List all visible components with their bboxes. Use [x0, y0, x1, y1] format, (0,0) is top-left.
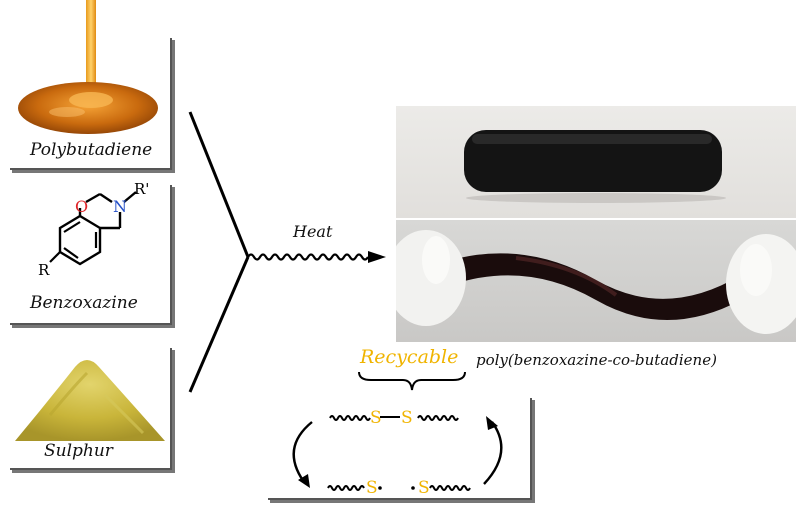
nitrogen-atom: N [113, 197, 127, 216]
radical-dot-right [411, 486, 415, 490]
cycle-arrow-left [292, 421, 313, 483]
wavy-line [247, 253, 369, 261]
radical-dot-left [378, 486, 382, 490]
product-photo-flat [396, 106, 796, 218]
reaction-arrow [188, 111, 386, 393]
product-photo-twisted [396, 220, 796, 342]
cycle-arrow-right [483, 421, 503, 485]
benzoxazine-structure: O N R' R [38, 180, 149, 279]
recyclable-label: Recycable [360, 346, 459, 368]
r-substituent: R [38, 261, 50, 279]
heat-label: Heat [293, 222, 333, 241]
benzoxazine-label: Benzoxazine [30, 293, 138, 313]
sulfur-atom-bonded-left: S [370, 408, 382, 428]
polybutadiene-label: Polybutadiene [30, 140, 153, 160]
polybutadiene-image [18, 0, 158, 134]
product-name: poly(benzoxazine-co-butadiene) [476, 351, 717, 369]
sulfur-radical-right: S [418, 478, 430, 498]
disulfide-cycle-box [268, 398, 535, 503]
sulfur-radical-left: S [366, 478, 378, 498]
oxygen-atom: O [75, 197, 88, 216]
r-prime-substituent: R' [134, 180, 149, 198]
arrowhead [368, 251, 386, 263]
sulphur-image [15, 360, 165, 441]
sulphur-label: Sulphur [44, 441, 113, 461]
sulfur-atom-bonded-right: S [401, 408, 413, 428]
recyclable-brace [358, 371, 466, 391]
disulfide-cycle-diagram: S S S S [292, 408, 503, 498]
